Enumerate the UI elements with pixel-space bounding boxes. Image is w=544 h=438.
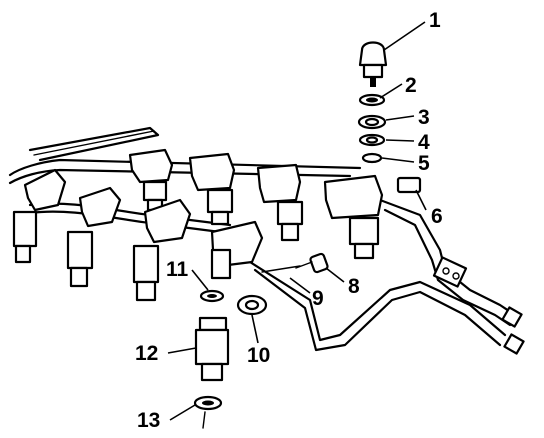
connector-clip <box>396 176 422 194</box>
injector-front-2 <box>66 186 122 288</box>
retainer-clip <box>361 152 383 164</box>
callout-13: 13 <box>137 409 160 432</box>
callout-8: 8 <box>348 275 360 298</box>
injector-rear-3 <box>256 163 304 242</box>
callout-1: 1 <box>429 9 441 32</box>
fuel-rail-rear <box>8 126 362 185</box>
wiring-lead <box>261 265 301 273</box>
callout-10: 10 <box>247 344 270 367</box>
injector-front-3 <box>132 198 192 302</box>
callout-3: 3 <box>418 106 430 129</box>
o-ring-13 <box>193 395 223 429</box>
callout-6: 6 <box>431 205 443 228</box>
leader-lines <box>167 21 427 421</box>
callout-9: 9 <box>312 287 324 310</box>
pressure-regulator <box>358 41 388 87</box>
filter-screen <box>295 252 329 274</box>
fuel-feed-lines <box>248 198 525 355</box>
callout-2: 2 <box>405 74 417 97</box>
o-ring-upper <box>358 93 386 107</box>
callout-4: 4 <box>418 131 430 154</box>
backup-ring <box>357 114 387 130</box>
injector-rear-1 <box>128 148 174 212</box>
callout-12: 12 <box>135 342 158 365</box>
injector-rear-2 <box>188 152 236 226</box>
injector-rear-4 <box>323 174 384 260</box>
callout-11: 11 <box>166 258 189 281</box>
injector-front-4 <box>210 220 264 280</box>
fuel-rail-front <box>28 202 232 235</box>
callout-5: 5 <box>418 152 430 175</box>
injector-exploded-12 <box>194 316 230 382</box>
injector-front-1 <box>12 168 67 264</box>
retainer-10 <box>236 294 268 316</box>
o-ring-lower <box>358 133 386 147</box>
o-ring-11 <box>199 289 225 303</box>
